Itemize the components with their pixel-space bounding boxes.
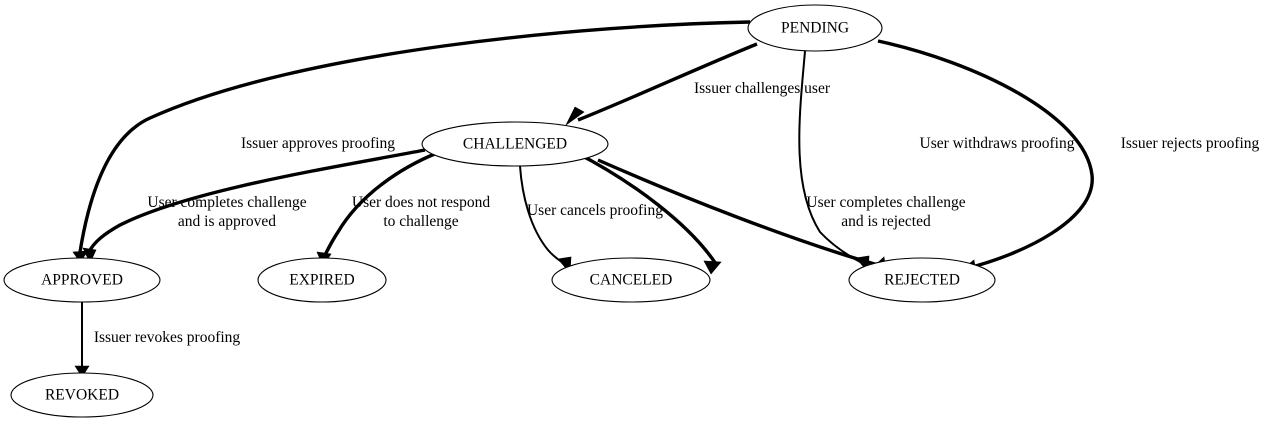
edge-path-pending-approved — [78, 20, 751, 253]
edge-label-user-does-not-respond-line1: User does not respond — [352, 194, 490, 211]
edge-label-user-does-not-respond-line2: to challenge — [383, 213, 458, 230]
edge-path-pending-canceled — [574, 150, 718, 265]
node-pending-label: PENDING — [781, 20, 849, 37]
node-canceled[interactable]: CANCELED — [551, 257, 711, 303]
node-approved-shape — [3, 257, 161, 303]
node-challenged[interactable]: CHALLENGED — [421, 121, 609, 167]
edge-challenged-to-approved[interactable]: User completes challenge and is approved — [82, 148, 426, 264]
node-revoked[interactable]: REVOKED — [10, 372, 154, 418]
node-pending[interactable]: PENDING — [747, 4, 883, 52]
edge-path-pending-rejected-issuer — [877, 39, 1094, 270]
edge-label-issuer-approves-proofing: Issuer approves proofing — [241, 135, 395, 152]
edge-pending-to-approved[interactable]: Issuer approves proofing — [72, 20, 751, 263]
edge-path-challenged-rejected — [597, 158, 879, 267]
edge-pending-to-canceled[interactable]: User cancels proofing — [527, 150, 722, 275]
edge-label-issuer-challenges-user: Issuer challenges user — [694, 80, 831, 97]
arrowhead-approved-from-challenged — [82, 247, 97, 264]
edge-path-pending-challenged — [577, 42, 758, 122]
node-expired-shape — [257, 257, 387, 303]
edge-approved-to-revoked[interactable]: Issuer revokes proofing — [74, 302, 241, 378]
edge-label-user-completes-challenge-approved-line1: User completes challenge — [147, 194, 306, 211]
node-revoked-label: REVOKED — [45, 387, 119, 404]
edge-challenged-to-expired[interactable]: User does not respond to challenge — [316, 151, 490, 267]
edge-pending-to-rejected-issuer[interactable]: Issuer rejects proofing — [877, 39, 1260, 274]
node-rejected[interactable]: REJECTED — [848, 257, 996, 303]
node-revoked-shape — [10, 372, 154, 418]
node-challenged-shape — [421, 121, 609, 167]
edge-path-challenged-approved — [87, 148, 426, 253]
edge-label-issuer-rejects-proofing: Issuer rejects proofing — [1121, 135, 1260, 152]
edge-pending-to-rejected-withdraw[interactable]: User withdraws proofing — [798, 50, 1075, 273]
node-rejected-label: REJECTED — [884, 272, 960, 289]
node-approved[interactable]: APPROVED — [3, 257, 161, 303]
node-canceled-label: CANCELED — [590, 272, 673, 289]
node-approved-label: APPROVED — [41, 272, 123, 289]
edge-pending-to-challenged[interactable]: Issuer challenges user — [565, 42, 831, 126]
node-canceled-shape — [551, 257, 711, 303]
arrowhead-approved-from-pending — [72, 250, 89, 263]
edge-path-challenged-expired — [323, 151, 438, 256]
edge-label-user-completes-challenge-rejected-line2: and is rejected — [841, 213, 931, 230]
edge-challenged-to-canceled[interactable] — [519, 165, 572, 274]
edge-label-user-completes-challenge-approved-line2: and is approved — [178, 213, 276, 230]
edge-label-issuer-revokes-proofing: Issuer revokes proofing — [94, 329, 241, 346]
edge-label-user-completes-challenge-rejected-line1: User completes challenge — [806, 194, 965, 211]
edge-label-user-withdraws-proofing: User withdraws proofing — [920, 135, 1075, 152]
node-pending-shape — [747, 4, 883, 52]
node-expired-label: EXPIRED — [289, 272, 354, 289]
arrowhead-challenged — [565, 106, 585, 126]
node-challenged-label: CHALLENGED — [463, 136, 567, 153]
node-expired[interactable]: EXPIRED — [257, 257, 387, 303]
edge-label-user-cancels-proofing: User cancels proofing — [527, 202, 663, 219]
node-rejected-shape — [848, 257, 996, 303]
arrowhead-revoked — [74, 365, 90, 378]
arrowhead-canceled-from-pending — [703, 260, 722, 275]
